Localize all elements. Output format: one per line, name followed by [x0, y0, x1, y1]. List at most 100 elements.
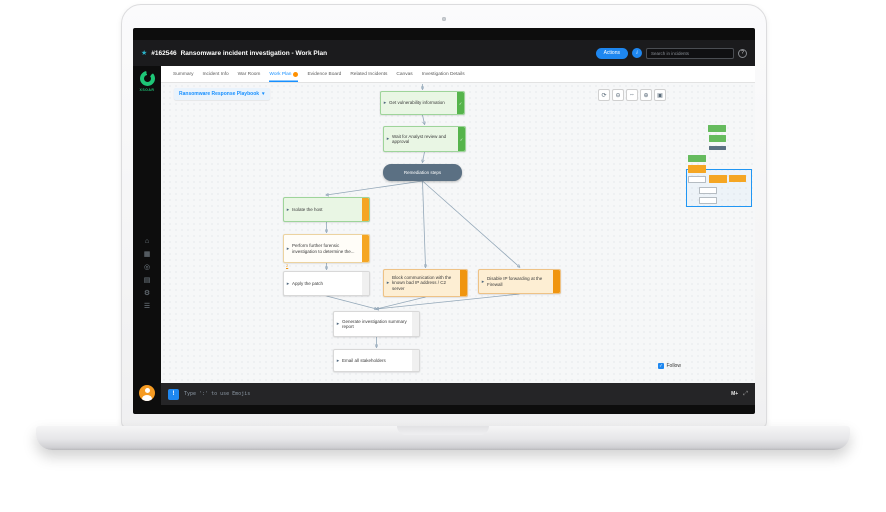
reports-icon[interactable]: ▤: [143, 277, 151, 284]
task-node[interactable]: ▸Apply the patch: [283, 271, 370, 296]
task-status-bar: ✓: [457, 92, 464, 114]
tab-label: Incident Info: [202, 71, 229, 77]
task-type-icon: ▸: [383, 100, 387, 106]
task-label: Disable IP forwarding at the Firewall: [487, 276, 543, 287]
canvas-toolbar: ⟳⊖⇔⊕▣: [598, 89, 666, 101]
tab-related-incidents[interactable]: Related Incidents: [350, 66, 387, 82]
task-node[interactable]: ▸Generate investigation summary report: [333, 311, 420, 337]
minimap-node: [688, 175, 707, 183]
page-title: Ransomware incident investigation - Work…: [180, 49, 328, 57]
playbook-selector-label: Ransomware Response Playbook: [179, 91, 260, 97]
section-label: Remediation steps: [403, 170, 442, 175]
tab-war-room[interactable]: War Room: [238, 66, 261, 82]
task-label: Block communication with the known bad I…: [392, 274, 452, 291]
task-type-icon: ▸: [286, 245, 290, 252]
tab-label: War Room: [237, 71, 261, 77]
info-badge[interactable]: i: [632, 48, 642, 58]
dashboard-icon[interactable]: ▦: [143, 251, 151, 258]
tab-summary[interactable]: Summary: [173, 66, 194, 82]
tab-investigation-details[interactable]: Investigation Details: [422, 66, 465, 82]
task-type-icon: ▸: [386, 136, 390, 142]
task-node[interactable]: ▸Get vulnerability information ✓: [380, 91, 465, 115]
minimap-node: [688, 154, 707, 162]
task-node[interactable]: ▸Wait for Analyst review and approval✓: [383, 126, 466, 152]
minimap-node: [709, 135, 727, 143]
task-node[interactable]: ▸Disable IP forwarding at the Firewall: [478, 269, 561, 294]
task-label: Email all stakeholders: [342, 357, 386, 363]
tab-evidence-board[interactable]: Evidence Board: [307, 66, 341, 82]
search-input[interactable]: [646, 47, 734, 59]
refresh-button[interactable]: ⟳: [598, 89, 610, 101]
work-plan-badge: [293, 71, 299, 77]
expand-icon[interactable]: ⤢: [743, 390, 748, 397]
workflow-nodes-layer: ▸Get vulnerability information✓▸Wait for…: [161, 83, 755, 383]
task-status-bar: ✓: [458, 127, 465, 151]
tab-label: Work Plan: [269, 71, 292, 77]
minimap-node: [698, 197, 717, 204]
task-label: Isolate the host: [292, 206, 323, 212]
task-type-icon: ▸: [286, 280, 290, 287]
tab-work-plan[interactable]: Work Plan: [269, 66, 299, 82]
tab-incident-info[interactable]: Incident Info: [203, 66, 229, 82]
playbook-selector[interactable]: Ransomware Response Playbook ▾: [174, 88, 270, 100]
favorite-star-icon[interactable]: ★: [141, 50, 148, 57]
task-node[interactable]: ▸Perform further forensic investigation …: [283, 234, 370, 268]
command-button[interactable]: !: [168, 388, 179, 400]
tab-canvas[interactable]: Canvas: [396, 66, 412, 82]
minimap[interactable]: [686, 123, 752, 209]
minimap-node: [709, 175, 727, 183]
task-type-icon: ▸: [336, 357, 340, 364]
task-type-icon: ▸: [481, 278, 485, 285]
incident-id: #162546: [151, 49, 177, 57]
chevron-down-icon: ▾: [262, 91, 265, 97]
task-node[interactable]: Remediation steps: [383, 164, 462, 181]
task-node[interactable]: ▸Email all stakeholders: [333, 349, 420, 372]
xsoar-logo-icon: [139, 71, 155, 86]
minimap-node: [698, 186, 717, 195]
keyboard-shortcut-label[interactable]: M+: [731, 391, 739, 397]
task-status-bar: [553, 270, 560, 293]
laptop-notch: [397, 426, 489, 435]
task-node[interactable]: ▸Isolate the host: [283, 197, 370, 222]
chat-input[interactable]: [184, 391, 727, 397]
task-status-bar: [362, 198, 369, 221]
command-bar: ! M+ ⤢: [161, 383, 755, 405]
actions-button[interactable]: Actions: [595, 47, 628, 59]
follow-toggle[interactable]: ✓ Follow: [658, 363, 681, 369]
minimap-node: [708, 125, 727, 132]
zoom-out-button[interactable]: ⊖: [612, 89, 624, 101]
help-button[interactable]: ?: [738, 48, 747, 58]
task-label: Get vulnerability information: [389, 100, 445, 106]
fit-view-button[interactable]: ⇔: [626, 89, 638, 101]
task-label: Apply the patch: [292, 280, 324, 286]
xsoar-logo-text: XSOAR: [139, 88, 155, 92]
settings-icon[interactable]: ☰: [143, 303, 151, 310]
automation-icon[interactable]: ⚙: [143, 290, 151, 297]
user-avatar[interactable]: [139, 385, 155, 401]
task-node[interactable]: ▸Block communication with the known bad …: [383, 269, 468, 297]
workflow-connectors: [161, 84, 755, 378]
task-sub-badge[interactable]: 2: [286, 263, 289, 268]
workplan-canvas[interactable]: Ransomware Response Playbook ▾ ⟳⊖⇔⊕▣: [161, 83, 755, 383]
tab-label: Related Incidents: [350, 71, 388, 77]
sidebar-nav: ⌂ ▦ ◎ ▤ ⚙ ☰: [144, 238, 151, 310]
minimap-node: [709, 145, 726, 151]
tab-bar: Summary Incident Info War Room Work Plan Evi…: [161, 66, 755, 83]
task-type-icon: ▸: [336, 321, 340, 327]
export-image-button[interactable]: ▣: [654, 89, 666, 101]
camera-dot: [442, 17, 446, 21]
zoom-in-button[interactable]: ⊕: [640, 89, 652, 101]
sidebar: XSOAR ⌂ ▦ ◎ ▤ ⚙ ☰: [133, 66, 161, 405]
task-status-bar: [412, 312, 419, 336]
incidents-icon[interactable]: ◎: [143, 264, 151, 271]
xsoar-logo[interactable]: XSOAR: [139, 71, 155, 92]
task-type-icon: ▸: [386, 280, 390, 286]
xsoar-app: ★ #162546 Ransomware incident investigat…: [133, 40, 755, 405]
task-type-icon: ▸: [286, 206, 290, 213]
home-icon[interactable]: ⌂: [144, 238, 150, 245]
laptop-base: [36, 426, 850, 450]
tab-label: Evidence Board: [307, 71, 342, 77]
screen: ★ #162546 Ransomware incident investigat…: [133, 28, 755, 414]
